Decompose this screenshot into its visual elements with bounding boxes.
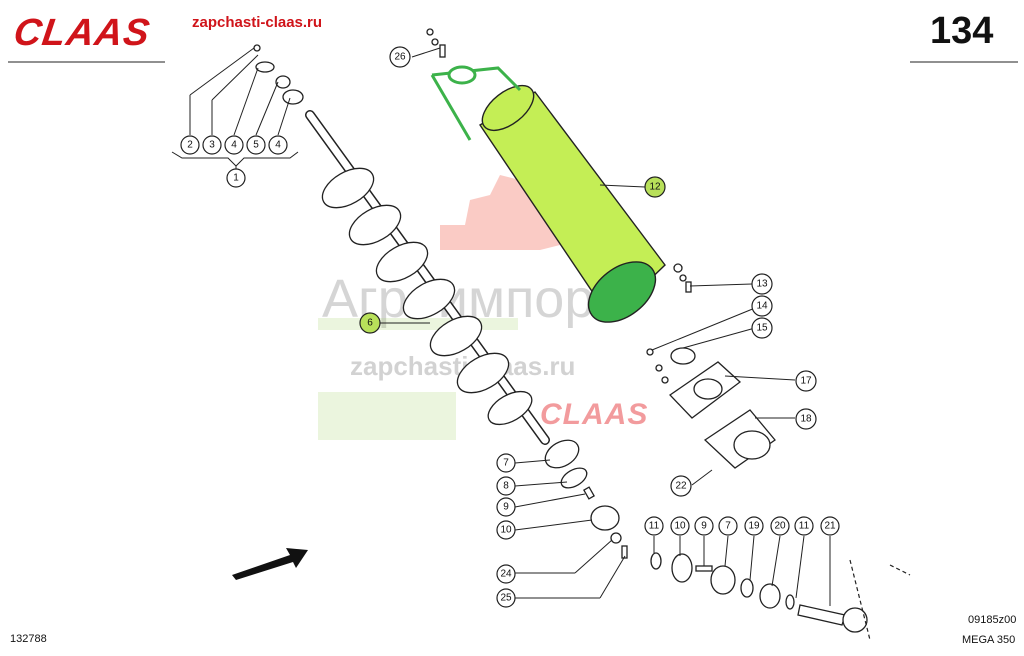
- callout-21[interactable]: 21: [820, 516, 840, 536]
- svg-text:19: 19: [748, 521, 760, 532]
- svg-text:2: 2: [187, 140, 193, 151]
- callout-9-right[interactable]: 9: [694, 516, 714, 536]
- svg-text:4: 4: [231, 140, 237, 151]
- callout-26[interactable]: 26: [389, 46, 411, 68]
- svg-text:24: 24: [500, 569, 512, 580]
- callout-11-right[interactable]: 11: [794, 516, 814, 536]
- callout-15[interactable]: 15: [751, 317, 773, 339]
- svg-text:11: 11: [799, 521, 810, 532]
- svg-text:20: 20: [774, 521, 786, 532]
- flange-housing-parts: [646, 263, 776, 469]
- direction-arrow-icon: [232, 548, 308, 580]
- bearing-gear-stack: [544, 439, 628, 559]
- svg-text:12: 12: [649, 182, 661, 193]
- svg-text:22: 22: [675, 481, 687, 492]
- callout-7-right[interactable]: 7: [718, 516, 738, 536]
- drawing-code-right: 09185z00: [968, 614, 1017, 626]
- drawing-code-left: 132788: [10, 633, 47, 645]
- callout-17[interactable]: 17: [795, 370, 817, 392]
- svg-text:17: 17: [800, 376, 812, 387]
- callout-3[interactable]: 3: [202, 135, 222, 155]
- callout-12[interactable]: 12: [644, 176, 666, 198]
- callout-4b[interactable]: 4: [268, 135, 288, 155]
- svg-text:25: 25: [500, 593, 512, 604]
- svg-text:18: 18: [800, 414, 812, 425]
- svg-text:7: 7: [503, 458, 509, 469]
- callout-8[interactable]: 8: [496, 476, 516, 496]
- auger-shaft: [305, 110, 550, 445]
- svg-text:7: 7: [725, 521, 731, 532]
- callout-1[interactable]: 1: [226, 168, 246, 188]
- callout-4a[interactable]: 4: [224, 135, 244, 155]
- svg-text:1: 1: [233, 173, 239, 184]
- callout-19[interactable]: 19: [744, 516, 764, 536]
- hardware-top: [253, 28, 446, 105]
- site-link[interactable]: zapchasti-claas.ru: [192, 14, 323, 31]
- callout-10-right[interactable]: 10: [670, 516, 690, 536]
- svg-text:5: 5: [253, 140, 259, 151]
- callout-22[interactable]: 22: [670, 475, 692, 497]
- callout-6[interactable]: 6: [359, 312, 381, 334]
- svg-text:11: 11: [649, 521, 660, 532]
- machine-model: MEGA 350: [962, 634, 1016, 646]
- svg-text:15: 15: [756, 323, 768, 334]
- callout-10[interactable]: 10: [496, 520, 516, 540]
- svg-text:9: 9: [503, 502, 509, 513]
- svg-text:8: 8: [503, 481, 509, 492]
- callout-18[interactable]: 18: [795, 408, 817, 430]
- svg-text:3: 3: [209, 140, 215, 151]
- callout-9[interactable]: 9: [496, 497, 516, 517]
- svg-text:10: 10: [500, 525, 512, 536]
- svg-text:21: 21: [824, 521, 836, 532]
- callout-7[interactable]: 7: [496, 453, 516, 473]
- svg-text:26: 26: [394, 52, 406, 63]
- tube-part-12: [430, 65, 666, 323]
- svg-text:13: 13: [756, 279, 768, 290]
- drive-chain-parts: [650, 552, 911, 641]
- callout-11-left[interactable]: 11: [644, 516, 664, 536]
- watermark-logo: CLAAS: [540, 398, 649, 431]
- callout-2[interactable]: 2: [180, 135, 200, 155]
- callout-20[interactable]: 20: [770, 516, 790, 536]
- svg-text:9: 9: [701, 521, 707, 532]
- leader-lines: [189, 47, 831, 606]
- callout-14[interactable]: 14: [751, 295, 773, 317]
- svg-text:14: 14: [756, 301, 768, 312]
- svg-text:4: 4: [275, 140, 281, 151]
- callout-24[interactable]: 24: [496, 564, 516, 584]
- svg-text:10: 10: [674, 521, 686, 532]
- svg-text:6: 6: [367, 318, 373, 329]
- page-number: 134: [930, 10, 994, 52]
- callout-5[interactable]: 5: [246, 135, 266, 155]
- callout-25[interactable]: 25: [496, 588, 516, 608]
- callout-13[interactable]: 13: [751, 273, 773, 295]
